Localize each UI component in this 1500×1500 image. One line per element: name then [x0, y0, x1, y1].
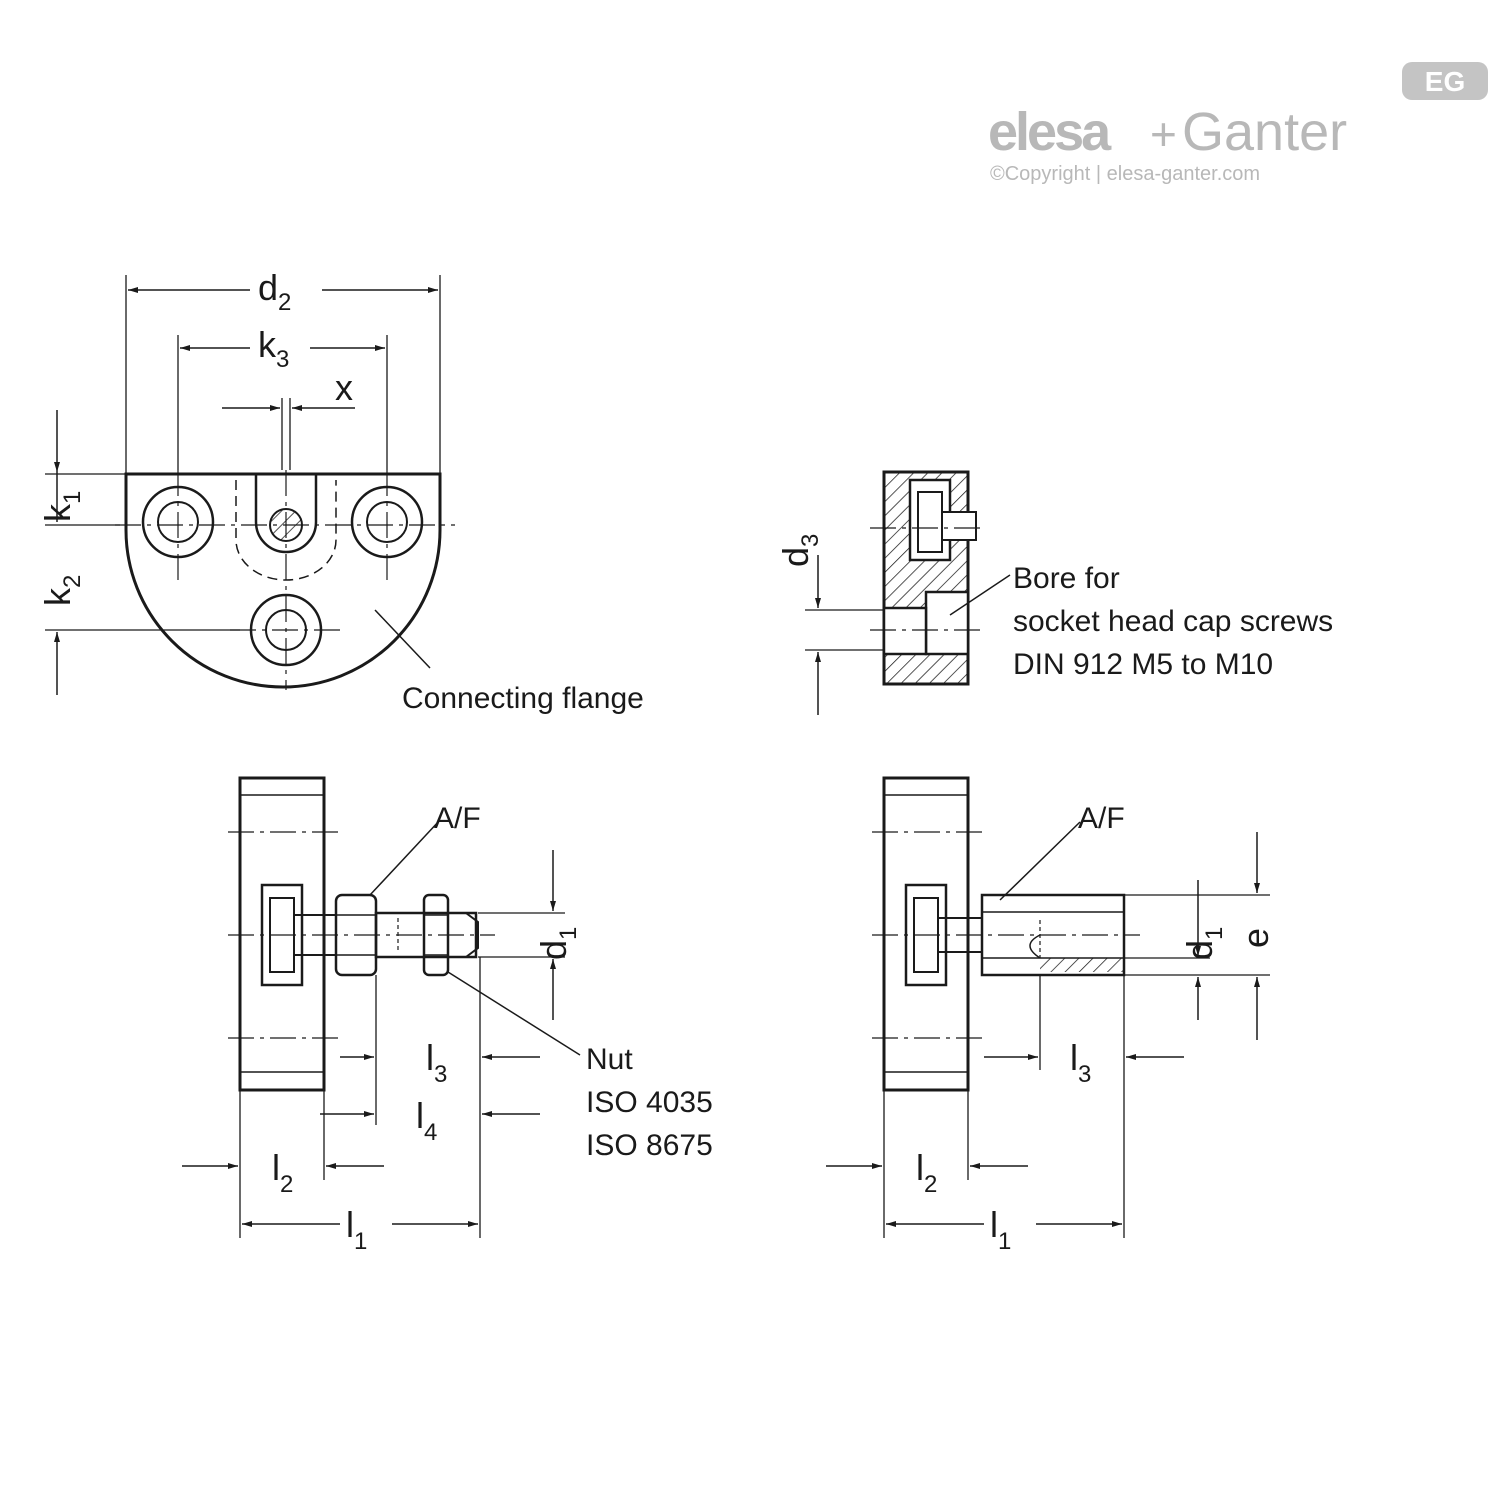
bolt-nut-leader: [447, 971, 581, 1056]
sleeve-thread-end: [1029, 934, 1041, 959]
bolt-dimension-lines: [182, 850, 556, 1227]
dim-d3-label: d3: [775, 534, 824, 567]
section-view: [805, 470, 1011, 715]
label-connecting-flange: Connecting flange: [402, 682, 644, 715]
dim-l2-label-bolt: l2: [272, 1147, 293, 1198]
brand-logo: EG elesa + Ganter ©Copyright | elesa-gan…: [988, 62, 1488, 185]
bolt-af-label: A/F: [434, 802, 481, 835]
sleeve-dimension-lines: [826, 832, 1260, 1227]
section-bore: [882, 606, 928, 656]
dim-k1-label: k1: [37, 491, 86, 522]
section-counterbore: [924, 590, 970, 656]
bolt-flange-body: [238, 776, 326, 1092]
dim-d2-label: d2: [258, 267, 291, 316]
sleeve-center-lines: [872, 831, 1140, 1039]
label-bore-line2: socket head cap screws: [1013, 605, 1333, 638]
brand-name-right: Ganter: [1182, 102, 1347, 162]
flange-outline: [124, 472, 442, 689]
section-pin: [941, 511, 977, 541]
brand-plus: +: [1150, 108, 1177, 160]
brand-badge: [1402, 62, 1488, 100]
section-leader: [949, 574, 1011, 616]
brand-name-left: elesa: [988, 102, 1112, 162]
flange-dimension-lines: [54, 287, 438, 695]
flange-leader: [374, 609, 431, 669]
label-bore-line3: DIN 912 M5 to M10: [1013, 648, 1273, 681]
dim-d1-label-sleeve: d1: [1179, 927, 1228, 960]
flange-center-lines: [115, 470, 455, 690]
sleeve-side-view: [826, 776, 1270, 1238]
section-labels: d3 Bore for socket head cap screws DIN 9…: [775, 534, 1333, 681]
brand-badge-text: EG: [1425, 66, 1465, 97]
sleeve-thread-hatch: [1040, 958, 1124, 972]
dim-k3-label: k3: [258, 324, 289, 373]
dim-l1-label-bolt: l1: [346, 1204, 367, 1255]
label-bore-line1: Bore for: [1013, 562, 1120, 595]
sleeve-af-leader: [999, 821, 1081, 901]
label-nut-line1: Nut: [586, 1043, 633, 1076]
dim-l3-label-bolt: l3: [426, 1037, 447, 1088]
bolt-extension-lines: [239, 912, 565, 1238]
bolt-labels: A/F d1 l3 l4 l2 l1 Nut ISO 4035 ISO 8675: [272, 802, 713, 1255]
bolt-af-leader: [369, 819, 441, 896]
dim-l2-label-sleeve: l2: [916, 1147, 937, 1198]
dim-x-label: x: [335, 367, 353, 408]
label-nut-line3: ISO 8675: [586, 1129, 713, 1162]
dim-l1-label-sleeve: l1: [990, 1204, 1011, 1255]
sleeve-extension-lines: [883, 894, 1270, 1238]
label-nut-line2: ISO 4035: [586, 1086, 713, 1119]
brand-copyright: ©Copyright | elesa-ganter.com: [990, 163, 1260, 185]
dim-l4-label: l4: [416, 1095, 437, 1146]
bolt-side-view: [182, 776, 581, 1238]
section-screw-head: [917, 491, 943, 553]
flange-front-view: [45, 275, 455, 695]
sleeve-af-label: A/F: [1078, 802, 1125, 835]
dim-e-label: e: [1235, 928, 1276, 948]
sleeve-labels: A/F d1 e l3 l2 l1: [916, 802, 1276, 1255]
bolt-stud-tip: [465, 912, 479, 958]
bolt-center-lines: [228, 831, 495, 1039]
sleeve-flange-body: [882, 776, 970, 1092]
dim-d1-label-bolt: d1: [533, 927, 582, 960]
flange-extension-lines: [45, 275, 441, 631]
flange-center-slot: [254, 474, 318, 554]
dim-l3-label-sleeve: l3: [1070, 1037, 1091, 1088]
flange-dimension-labels: d2 k3 x k1 k2 Connecting flange: [37, 267, 644, 715]
dim-k2-label: k2: [37, 575, 86, 606]
